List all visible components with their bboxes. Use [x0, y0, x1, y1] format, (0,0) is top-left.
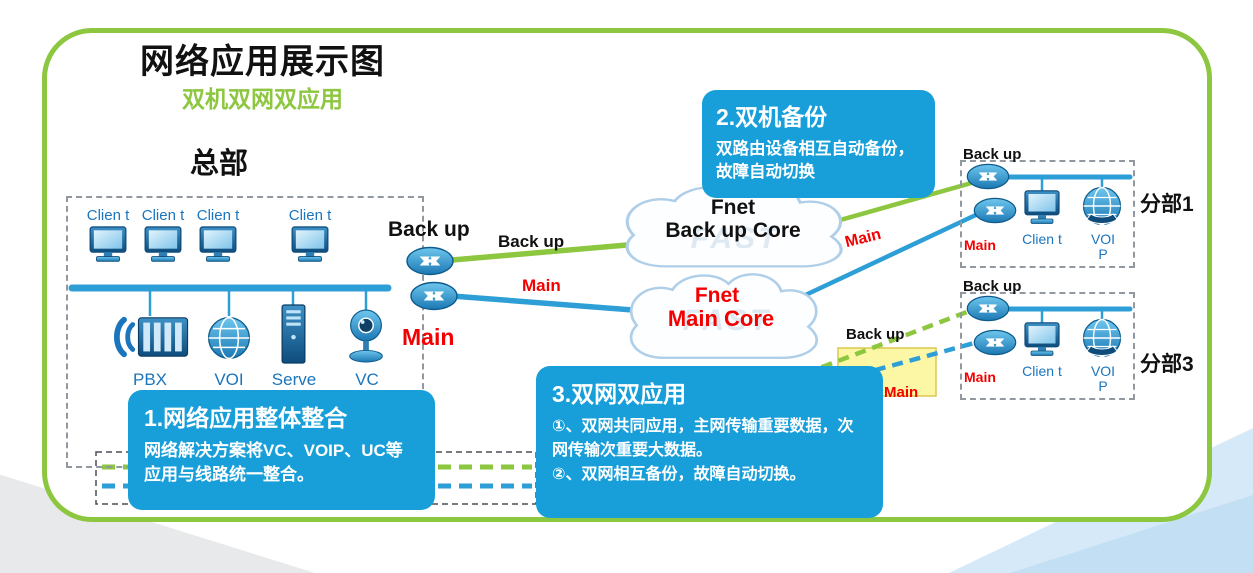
vc-label: VC — [355, 370, 379, 389]
callout-dualnet-body-2: ②、双网相互备份，故障自动切换。 — [552, 466, 806, 483]
voip-phone-icon — [1080, 186, 1124, 228]
voip-globe-icon — [207, 316, 251, 360]
branch1-voip-label: VOI P — [1090, 231, 1116, 263]
server-icon — [281, 304, 306, 364]
callout-integration-body: 网络解决方案将VC、VOIP、UC等应用与线路统一整合。 — [144, 441, 403, 485]
branch3-client-label: Clien t — [1022, 363, 1062, 379]
branch3-main-link-label: Main — [884, 384, 919, 401]
branch3-title: 分部3 — [1140, 353, 1194, 376]
computer-icon — [289, 225, 331, 265]
callout-dualnet: 3.双网双应用 ①、双网共同应用，主网传输重要数据，次网传输次重要大数据。 ②、… — [536, 366, 883, 518]
hq-client-1: Clien t — [84, 207, 132, 265]
branch1-main-label: Main — [964, 237, 996, 253]
video-camera-icon — [341, 308, 391, 364]
cloud-main-watermark: FAST — [682, 304, 772, 337]
router-icon-branch1-main — [973, 197, 1017, 224]
branch1-dashed-box — [960, 160, 1135, 268]
callout-integration: 1.网络应用整体整合 网络解决方案将VC、VOIP、UC等应用与线路统一整合。 — [128, 390, 435, 510]
branch1-title: 分部1 — [1140, 193, 1194, 216]
branch3-main-dashed-line — [787, 339, 979, 397]
callout-backup-title: 2.双机备份 — [716, 104, 828, 130]
hq-title: 总部 — [190, 148, 249, 180]
branch1-main-link-line — [796, 210, 981, 302]
callout-backup: 2.双机备份 双路由设备相互自动备份，故障自动切换 — [702, 90, 935, 198]
computer-icon — [142, 225, 184, 265]
link-backup-label: Back up — [498, 232, 565, 251]
hq-client-3: Clien t — [194, 207, 242, 265]
branch1-client-label: Clien t — [1022, 231, 1062, 247]
branch3-backup-link-label: Back up — [846, 326, 905, 343]
voip-phone-icon — [1080, 318, 1124, 360]
cloud-main-core — [629, 273, 818, 360]
branch3-backup-label: Back up — [963, 278, 1022, 295]
client-label: Clien t — [288, 207, 332, 224]
voip-label: VOI — [214, 370, 244, 389]
server-label: Serve — [271, 370, 317, 389]
cloud-main-core-label: Main Core — [667, 306, 775, 331]
router-icon-branch3-main — [973, 329, 1017, 356]
client-label: Clien t — [196, 207, 240, 224]
callout-dualnet-title: 3.双网双应用 — [552, 381, 687, 407]
callout-dualnet-body-1: ①、双网共同应用，主网传输重要数据，次网传输次重要大数据。 — [552, 418, 854, 459]
callout-integration-title: 1.网络应用整体整合 — [144, 405, 348, 431]
callout-backup-body: 双路由设备相互自动备份，故障自动切换 — [716, 140, 914, 182]
client-label: Clien t — [86, 207, 130, 224]
link-main-label: Main — [522, 276, 561, 295]
hq-client-2: Clien t — [139, 207, 187, 265]
hq-client-4: Clien t — [286, 207, 334, 265]
computer-icon — [197, 225, 239, 265]
branch3-backup-dashed-line — [787, 307, 973, 383]
client-label: Clien t — [141, 207, 185, 224]
pbx-icon — [112, 312, 190, 362]
page-subtitle: 双机双网双应用 — [182, 86, 343, 112]
router-icon-branch1-backup — [966, 163, 1010, 190]
pbx-label: PBX — [132, 370, 168, 389]
branch3-dashed-box — [960, 292, 1135, 400]
page-title: 网络应用展示图 — [140, 43, 385, 81]
computer-icon — [87, 225, 129, 265]
computer-icon — [1022, 322, 1062, 358]
router-icon-hq-main — [410, 281, 458, 311]
computer-icon — [1022, 190, 1062, 226]
branch3-voip-label: VOI P — [1090, 363, 1116, 395]
router-icon-branch3-backup — [966, 295, 1010, 322]
cloud-backup-watermark: FAST — [690, 222, 780, 255]
cloud-backup-name: Fnet — [710, 196, 756, 219]
hq-main-link-line — [451, 293, 659, 315]
cloud-backup-core-label: Back up Core — [665, 219, 801, 242]
branch1-backup-label: Back up — [963, 146, 1022, 163]
router-icon-hq-backup — [406, 246, 454, 276]
cloud-main-name: Fnet — [694, 284, 740, 307]
hq-router-main-label: Main — [402, 324, 455, 350]
hq-router-backup-label: Back up — [388, 218, 470, 241]
branch3-main-label: Main — [964, 369, 996, 385]
